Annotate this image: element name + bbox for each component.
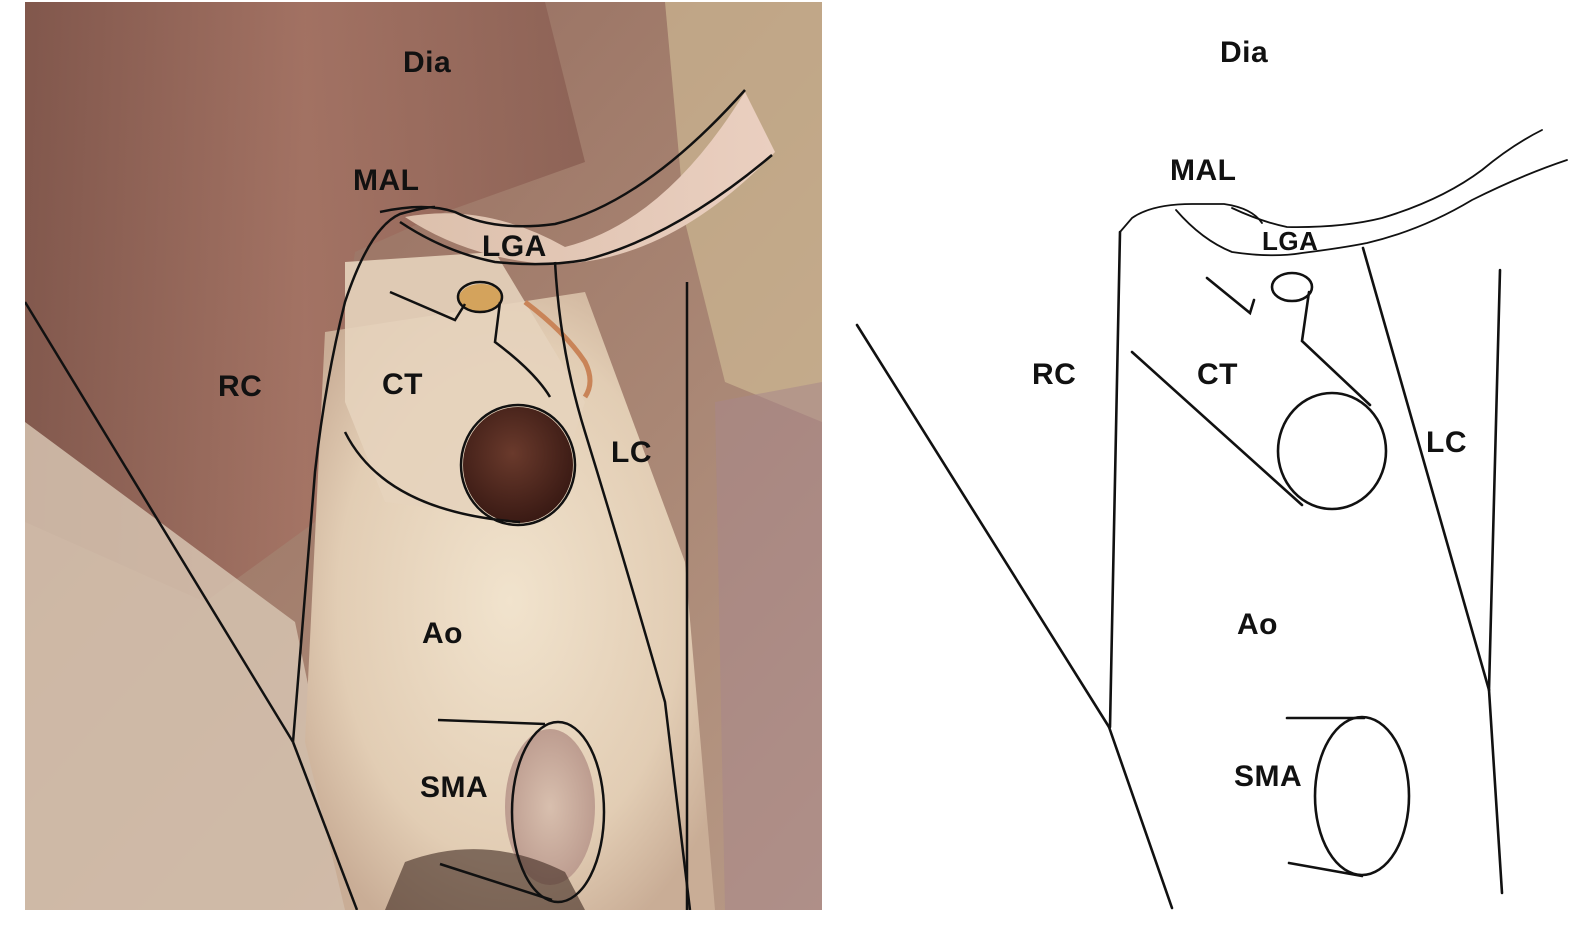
diagram-label-mal: MAL	[1170, 154, 1237, 187]
photo-label-mal: MAL	[353, 164, 420, 197]
photo-label-ct: CT	[382, 368, 423, 401]
photo-label-dia: Dia	[403, 46, 452, 79]
photo-label-lga: LGA	[482, 230, 547, 263]
diagram-label-lga: LGA	[1262, 226, 1319, 256]
photo-label-sma: SMA	[420, 771, 489, 804]
diagram-label-ct: CT	[1197, 358, 1238, 391]
diagram-label-ao: Ao	[1237, 608, 1278, 641]
photo-label-rc: RC	[218, 370, 263, 403]
left-boundary-line	[855, 323, 1111, 729]
photo-label-ao: Ao	[422, 617, 463, 650]
dissection-photo-panel: Dia MAL LGA RC CT LC Ao SMA	[25, 2, 822, 910]
schematic-diagram	[855, 129, 1568, 910]
dissection-photo	[25, 2, 822, 910]
photo-outlines	[25, 89, 773, 910]
schematic-diagram-panel: Dia MAL LGA RC CT LC Ao SMA	[822, 0, 1594, 928]
diagram-label-rc: RC	[1032, 358, 1077, 391]
diagram-label-lc: LC	[1426, 426, 1467, 459]
diagram-label-sma: SMA	[1234, 760, 1303, 793]
photo-label-lc: LC	[611, 436, 652, 469]
diagram-label-dia: Dia	[1220, 36, 1269, 69]
